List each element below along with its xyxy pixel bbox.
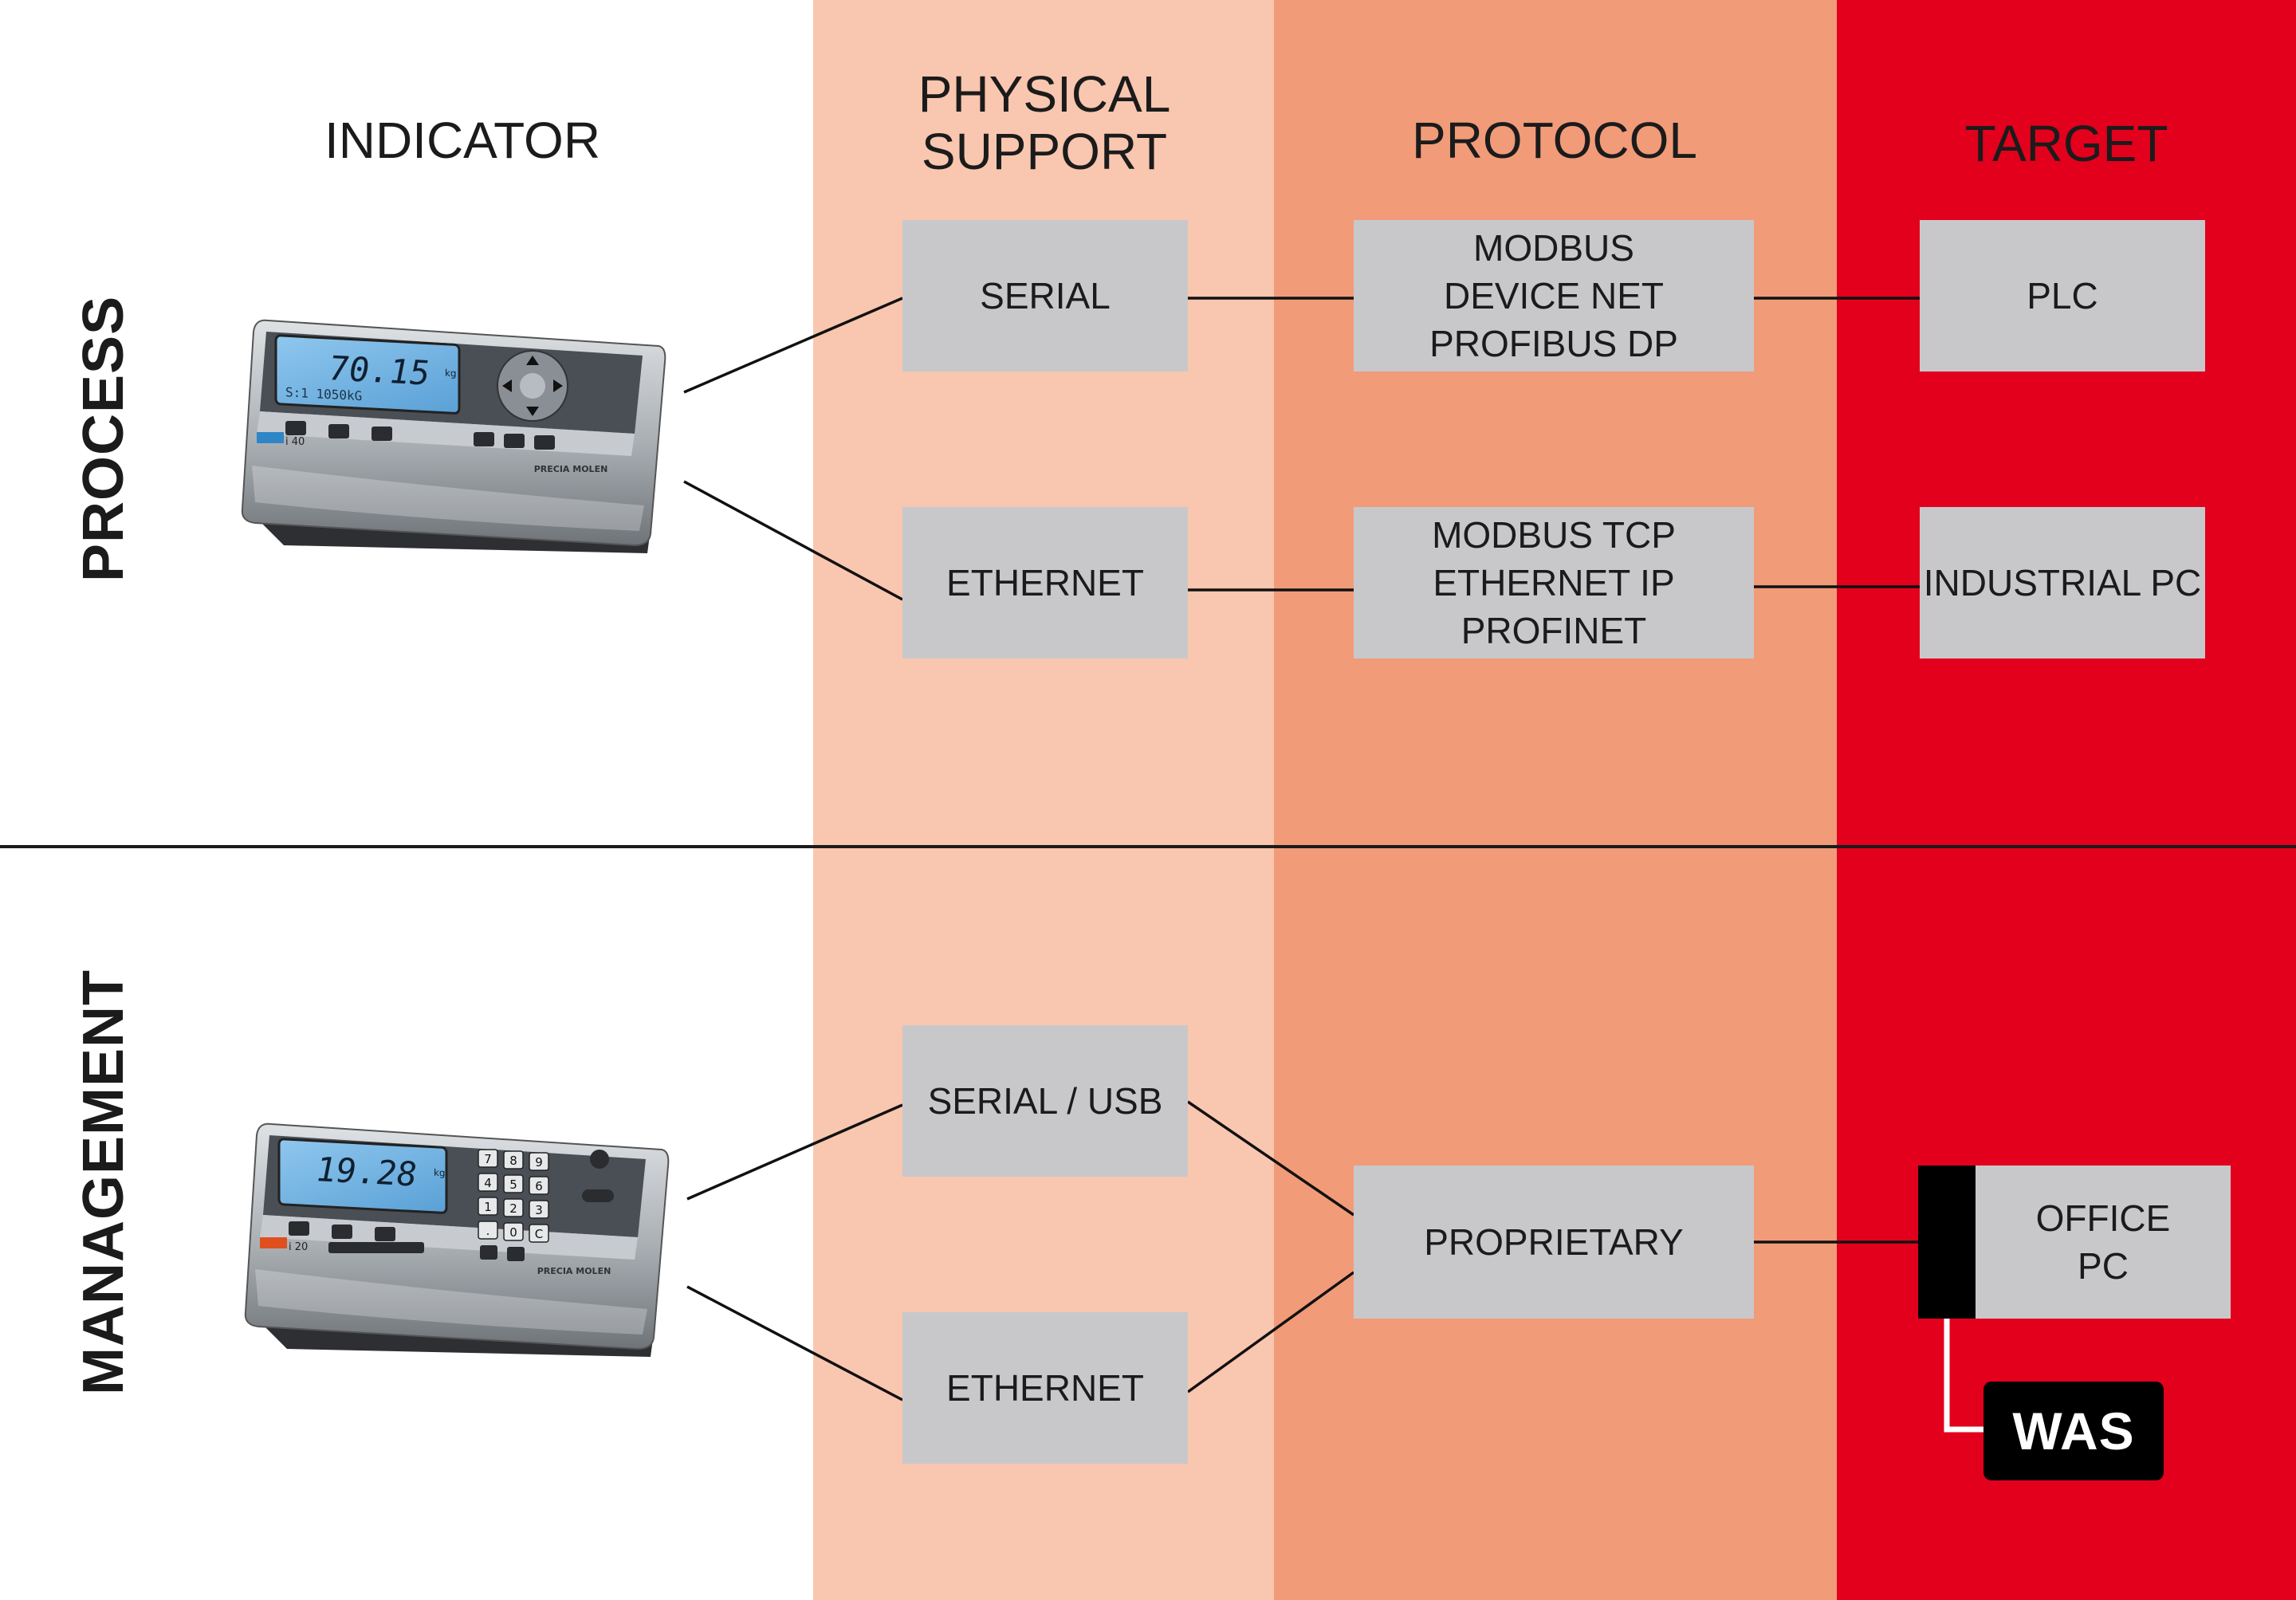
protocol-industrial-ethernet-box: MODBUS TCP ETHERNET IP PROFINET — [1354, 507, 1754, 658]
i20-key-label: 0 — [509, 1225, 517, 1240]
i20-key-label: 7 — [484, 1152, 492, 1166]
i20-key — [478, 1221, 498, 1240]
i20-key-label: . — [486, 1224, 490, 1238]
i20-key — [529, 1152, 549, 1171]
i20-numeric-keypad: 7 8 9 4 5 6 1 2 3. 0 C — [478, 1149, 549, 1243]
was-arrow — [1944, 1282, 1985, 1433]
wire-ethernet-proprietary — [1186, 1271, 1355, 1394]
i20-key — [478, 1197, 498, 1216]
i20-key — [503, 1150, 524, 1170]
i20-key — [503, 1222, 524, 1241]
target-office-pc-box: OFFICE PC — [1976, 1166, 2231, 1319]
i40-brand: PRECIA MOLEN — [534, 464, 608, 474]
i20-key — [529, 1224, 549, 1243]
heading-indicator: INDICATOR — [324, 112, 601, 169]
i20-key — [529, 1176, 549, 1195]
i20-key-label: 3 — [535, 1203, 543, 1217]
i20-key-label: 5 — [509, 1177, 517, 1192]
indicator-i20-image: 19.28 kg 7 8 9 4 5 6 1 2 3. 0 C i 20 PRECIA MOLEN — [244, 1122, 670, 1357]
office-pc-marker-bar — [1918, 1166, 1976, 1319]
protocol-fieldbus-box: MODBUS DEVICE NET PROFIBUS DP — [1354, 220, 1754, 371]
i20-display-unit: kg — [434, 1167, 446, 1179]
i20-key — [478, 1173, 498, 1192]
physical-ethernet-box: ETHERNET — [902, 507, 1188, 658]
target-plc-box: PLC — [1920, 220, 2205, 371]
i20-key-label: 8 — [509, 1154, 517, 1168]
heading-physical-support: PHYSICAL SUPPORT — [918, 65, 1171, 180]
physical-serial-box: SERIAL — [902, 220, 1188, 371]
i20-power-key — [590, 1150, 609, 1169]
i20-function-keys — [289, 1221, 525, 1261]
i20-key-label: 9 — [535, 1155, 543, 1170]
i40-function-keys — [285, 421, 555, 450]
i20-m-key — [582, 1189, 614, 1202]
was-badge: WAS — [1983, 1382, 2164, 1480]
wire-device2-serial-usb — [686, 1103, 903, 1201]
i20-model-label: i 20 — [289, 1241, 308, 1253]
i20-key-label: 4 — [484, 1176, 492, 1190]
i20-key-label: 6 — [535, 1179, 543, 1193]
i20-key-label: C — [535, 1227, 543, 1241]
heading-target: TARGET — [1964, 115, 2168, 172]
i40-model-label: i 40 — [285, 436, 305, 448]
wire-device1-serial — [683, 297, 903, 394]
i20-key — [503, 1174, 524, 1193]
wire-serial-usb-proprietary — [1187, 1100, 1354, 1217]
i20-key — [503, 1198, 524, 1217]
i20-key — [529, 1200, 549, 1219]
physical-ethernet-box-management: ETHERNET — [902, 1312, 1188, 1464]
protocol-proprietary-box: PROPRIETARY — [1354, 1166, 1754, 1319]
i20-key-label: 2 — [509, 1201, 517, 1216]
indicator-i40-image: 70.15 kg S:1 1050kG i 40 PRECIA MOLEN — [241, 319, 666, 553]
i40-display-unit: kg — [445, 368, 457, 379]
physical-serial-usb-box: SERIAL / USB — [902, 1025, 1188, 1177]
wire-device1-ethernet — [683, 480, 903, 601]
target-industrial-pc-box: INDUSTRIAL PC — [1920, 507, 2205, 658]
i20-key-label: 1 — [484, 1200, 492, 1214]
i20-key — [478, 1149, 498, 1168]
i20-brand: PRECIA MOLEN — [537, 1266, 611, 1276]
i40-display-value: 70.15 — [329, 348, 430, 393]
i20-display-value: 19.28 — [316, 1150, 417, 1194]
heading-protocol: PROTOCOL — [1412, 112, 1697, 169]
wire-device2-ethernet — [686, 1285, 903, 1401]
section-divider — [0, 845, 2296, 848]
